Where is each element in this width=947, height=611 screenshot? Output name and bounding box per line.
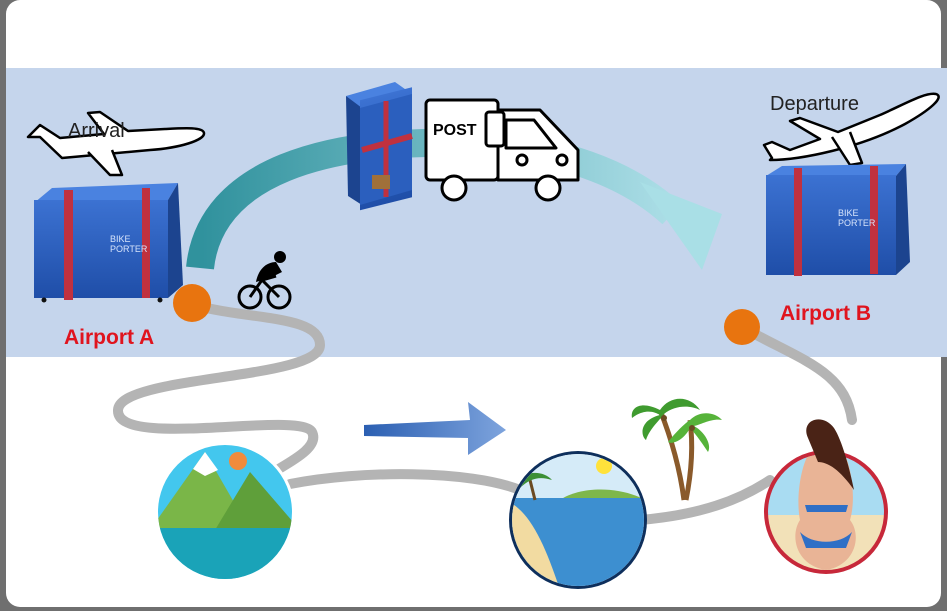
bike-bag-arrival: BIKE PORTER bbox=[34, 183, 183, 303]
bag-brand-line1-b: BIKE bbox=[838, 208, 859, 218]
bag-brand-line2: PORTER bbox=[110, 244, 148, 254]
airport-a-label: Airport A bbox=[64, 326, 154, 349]
airport-b-label: Airport B bbox=[780, 302, 871, 325]
bike-bag-departure: BIKE PORTER bbox=[766, 164, 910, 276]
airport-a-marker bbox=[173, 284, 211, 322]
post-label: POST bbox=[433, 122, 477, 139]
airport-b-marker bbox=[724, 309, 760, 345]
arrival-label: Arrival bbox=[68, 120, 125, 142]
bag-brand-line2-b: PORTER bbox=[838, 218, 876, 228]
bag-brand-line1: BIKE bbox=[110, 234, 131, 244]
bike-bag-shipping bbox=[346, 82, 412, 210]
departure-label: Departure bbox=[770, 93, 859, 115]
